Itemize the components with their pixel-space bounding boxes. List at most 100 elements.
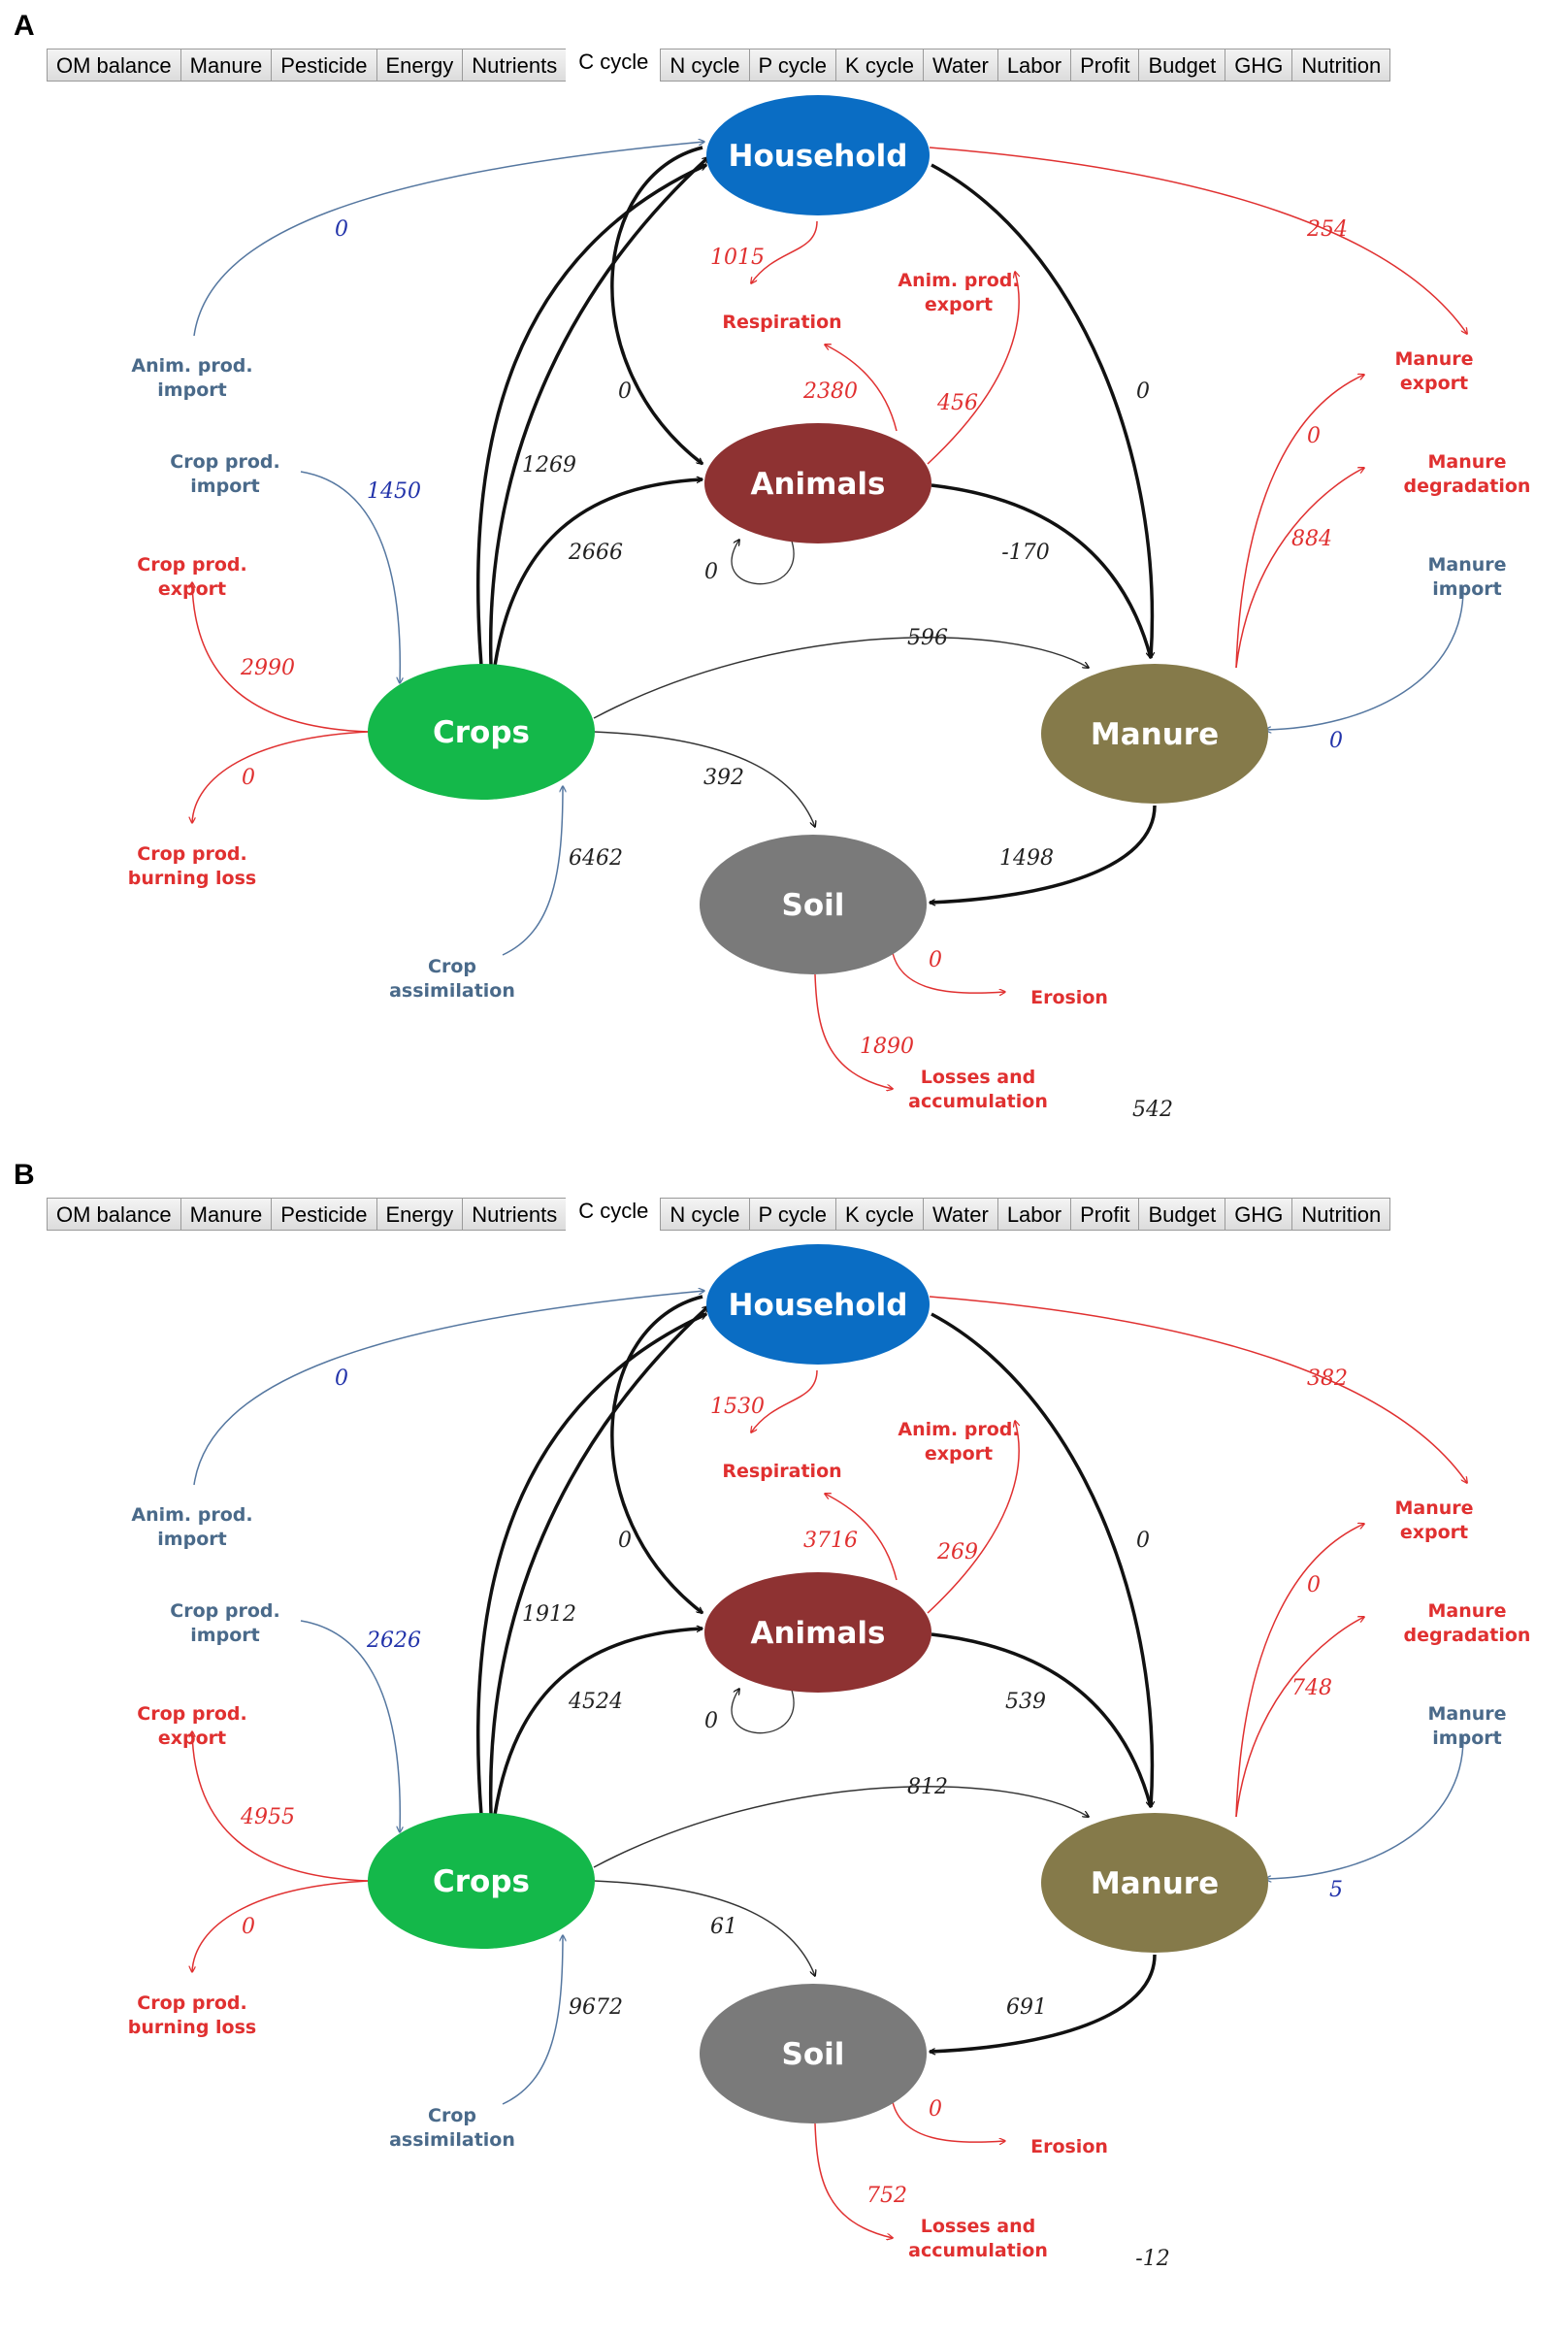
label-anim-prod-export: Anim. prod.	[898, 270, 1019, 291]
flow-manure-export-alt	[1235, 375, 1364, 669]
flow-value-animals-respiration: 3716	[803, 1529, 858, 1553]
flow-manure-degradation	[1235, 1617, 1364, 1818]
flow-manure-export	[929, 147, 1467, 334]
flow-animals-respiration	[825, 1494, 898, 1581]
flow-value-crops-household: 1269	[522, 453, 576, 477]
tab-n-cycle[interactable]: N cycle	[660, 49, 750, 82]
flow-value-household-manure: 0	[1136, 379, 1150, 404]
flow-value-animals-manure: -170	[1001, 541, 1049, 565]
flow-crop-assimilation	[502, 786, 563, 956]
flow-value-crops-soil: 392	[703, 766, 744, 790]
crops-label: Crops	[433, 715, 530, 750]
flow-anim-import	[193, 1291, 704, 1486]
flow-manure-import	[1265, 1734, 1464, 1879]
tab-energy[interactable]: Energy	[376, 49, 464, 82]
tab-k-cycle[interactable]: K cycle	[835, 1198, 924, 1231]
tab-profit[interactable]: Profit	[1070, 1198, 1140, 1231]
label-manure-import: import	[1432, 578, 1501, 600]
flow-value-manure-export-alt: 0	[1307, 424, 1321, 448]
flow-value-respiration: 1015	[710, 246, 765, 270]
flow-burning-loss	[192, 1880, 370, 1972]
flow-value-erosion: 0	[929, 948, 942, 972]
flow-value-manure-soil: 1498	[999, 846, 1054, 871]
flow-value-animals-self: 0	[704, 560, 718, 584]
tab-manure[interactable]: Manure	[180, 1198, 273, 1231]
panel-letter: A	[14, 10, 35, 42]
tab-nutrition[interactable]: Nutrition	[1291, 1198, 1391, 1231]
label-losses-accumulation: accumulation	[908, 1091, 1048, 1112]
flow-value-manure-soil: 691	[1006, 1995, 1047, 2020]
label-anim-prod-import: import	[157, 379, 226, 401]
tab-nutrition[interactable]: Nutrition	[1291, 49, 1391, 82]
tab-p-cycle[interactable]: P cycle	[748, 1198, 837, 1231]
animals-label: Animals	[751, 467, 886, 502]
flow-animals-self	[731, 518, 795, 585]
flow-crops-manure	[593, 637, 1089, 719]
label-manure-import: import	[1432, 1728, 1501, 1749]
label-manure-degradation: Manure	[1427, 1600, 1506, 1622]
flow-animals-manure	[931, 1632, 1151, 1807]
flow-household-animals	[610, 1295, 702, 1615]
flow-household-animals	[610, 146, 702, 466]
label-anim-prod-import: Anim. prod.	[131, 355, 252, 377]
flow-value-crop-assimilation: 9672	[569, 1995, 623, 2020]
tab-energy[interactable]: Energy	[376, 1198, 464, 1231]
tab-p-cycle[interactable]: P cycle	[748, 49, 837, 82]
tab-budget[interactable]: Budget	[1138, 49, 1226, 82]
tab-om-balance[interactable]: OM balance	[47, 1198, 181, 1231]
tab-pesticide[interactable]: Pesticide	[271, 1198, 377, 1231]
manure-label: Manure	[1091, 1866, 1219, 1901]
label-crop-assimilation: Crop	[428, 956, 476, 977]
household-node	[706, 1244, 930, 1365]
tab-labor[interactable]: Labor	[996, 49, 1072, 82]
flow-value-crop-export: 2990	[240, 656, 295, 680]
label-crop-prod-import: import	[190, 1625, 259, 1646]
household-label: Household	[729, 139, 908, 174]
flow-erosion	[892, 952, 1005, 993]
tab-pesticide[interactable]: Pesticide	[271, 49, 377, 82]
label-crop-prod-import: Crop prod.	[170, 451, 279, 473]
label-losses-accumulation: accumulation	[908, 2240, 1048, 2261]
tab-c-cycle[interactable]: C cycle	[566, 47, 662, 82]
animals-node	[704, 423, 931, 543]
label-anim-prod-export: export	[925, 1443, 993, 1465]
flow-manure-soil	[930, 1954, 1157, 2052]
flow-erosion	[892, 2101, 1005, 2142]
flow-crop-export	[192, 582, 370, 733]
label-manure-export: export	[1400, 373, 1468, 394]
flow-crop-import	[300, 1620, 400, 1832]
flow-manure-soil	[930, 805, 1157, 903]
household-label: Household	[729, 1288, 908, 1323]
flow-losses	[814, 973, 893, 1089]
tab-ghg[interactable]: GHG	[1225, 49, 1293, 82]
crops-node	[368, 664, 595, 800]
flow-crops-soil	[593, 1880, 815, 1976]
tab-water[interactable]: Water	[922, 49, 998, 82]
tab-c-cycle[interactable]: C cycle	[566, 1196, 662, 1231]
flow-crops-animals	[493, 479, 702, 667]
label-manure-degradation: degradation	[1404, 476, 1531, 497]
tab-budget[interactable]: Budget	[1138, 1198, 1226, 1231]
tab-k-cycle[interactable]: K cycle	[835, 49, 924, 82]
flow-manure-degradation	[1235, 468, 1364, 669]
flow-value-manure-export-alt: 0	[1307, 1573, 1321, 1597]
soil-label: Soil	[782, 2037, 845, 2072]
label-manure-import: Manure	[1427, 1703, 1506, 1725]
flow-value-manure-import: 0	[1329, 729, 1343, 753]
label-crop-assimilation: assimilation	[389, 2129, 515, 2151]
flow-value-crops-soil: 61	[710, 1915, 737, 1939]
tab-nutrients[interactable]: Nutrients	[462, 1198, 568, 1231]
tab-nutrients[interactable]: Nutrients	[462, 49, 568, 82]
flow-crops-manure	[593, 1786, 1089, 1868]
soil-label: Soil	[782, 888, 845, 923]
manure-node	[1041, 1813, 1268, 1953]
tab-ghg[interactable]: GHG	[1225, 1198, 1293, 1231]
flow-value-crop-import: 1450	[367, 479, 421, 504]
flow-manure-import	[1265, 585, 1464, 730]
label-crop-prod-export: export	[158, 578, 226, 600]
flow-value-balance: 542	[1132, 1098, 1173, 1122]
tab-profit[interactable]: Profit	[1070, 49, 1140, 82]
flow-value-burning-loss: 0	[242, 1915, 255, 1939]
